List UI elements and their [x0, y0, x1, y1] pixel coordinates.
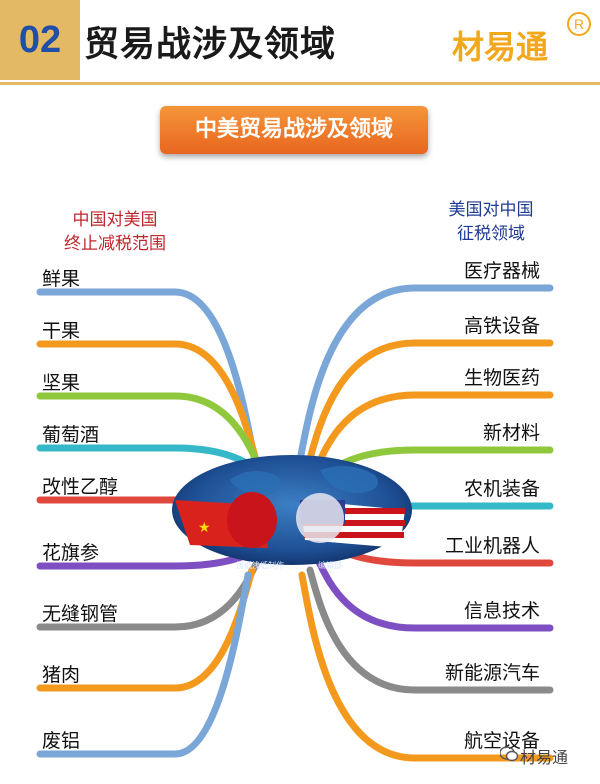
left-group-title: 中国对美国 终止减税范围 [50, 208, 180, 256]
left-item-label: 改性乙醇 [42, 476, 119, 498]
diagram-title-banner: 中美贸易战涉及领域 [160, 106, 428, 154]
right-item-label: 航空设备 [463, 730, 540, 752]
right-branch-line [314, 556, 554, 632]
wechat-icon [500, 746, 518, 762]
right-item-label: 新材料 [482, 422, 540, 444]
left-group-title-line: 终止减税范围 [64, 234, 166, 254]
right-item-label: 生物医药 [463, 367, 540, 389]
left-group-title-line: 中国对美国 [72, 210, 158, 230]
right-item-label: 工业机器人 [444, 535, 540, 557]
right-branch-group [296, 284, 554, 762]
section-title: 贸易战涉及领域 [84, 25, 337, 65]
right-branch-line [304, 339, 554, 470]
left-item-label: 葡萄酒 [42, 424, 100, 446]
globe-caption-left: 浅纸浅纸制作 [236, 560, 284, 570]
brand-logo-text: 材易通 [452, 28, 549, 66]
right-item-label: 高铁设备 [463, 315, 540, 337]
right-item-label: 农机装备 [463, 478, 540, 500]
header-divider [0, 82, 600, 85]
left-item-label: 坚果 [42, 372, 81, 394]
right-branch-line [306, 566, 554, 694]
left-branch-line [36, 571, 252, 758]
globe-caption-right: 编辑部 [318, 560, 342, 570]
right-group-title-line: 征税领域 [457, 224, 525, 244]
center-globe-image: ★ 浅纸浅纸制作 编辑部 [172, 455, 412, 570]
left-item-label: 干果 [42, 320, 81, 342]
right-branch-line [298, 571, 554, 762]
left-item-label: 废铝 [42, 730, 81, 752]
left-item-label: 猪肉 [42, 664, 81, 686]
svg-text:★: ★ [198, 520, 211, 536]
right-group-title: 美国对中国 征税领域 [426, 198, 556, 246]
section-number: 02 [0, 0, 80, 80]
right-branch-line [296, 284, 554, 464]
header: 02 贸易战涉及领域 材易通 R [0, 0, 600, 85]
watermark-text: 材易通 [520, 748, 569, 767]
left-item-label: 鲜果 [42, 268, 81, 290]
left-item-label: 无缝钢管 [42, 603, 119, 625]
right-item-label: 医疗器械 [463, 260, 540, 282]
right-group-title-line: 美国对中国 [448, 200, 534, 220]
left-item-label: 花旗参 [42, 542, 100, 564]
registered-mark: R [567, 12, 591, 36]
right-item-label: 新能源汽车 [444, 662, 540, 684]
right-item-label: 信息技术 [463, 600, 540, 622]
